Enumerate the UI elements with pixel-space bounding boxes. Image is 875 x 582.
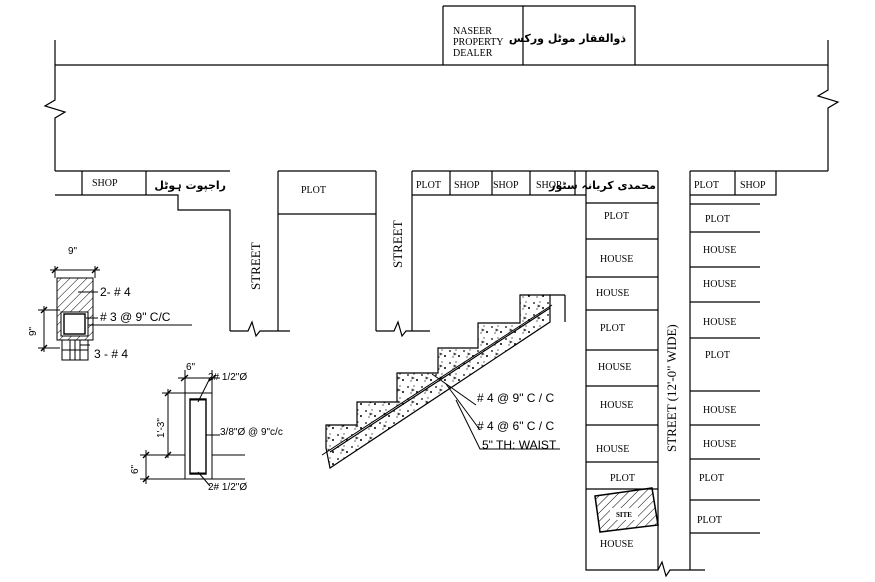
house-col-house-1: HOUSE [600, 254, 633, 265]
wall-height-dim: 1'-3" [156, 418, 167, 438]
stair-main-reinforcement: # 4 @ 9" C / C [477, 391, 554, 405]
house-col-house-5: HOUSE [596, 444, 629, 455]
break-line-left [43, 40, 67, 171]
street-break-1 [230, 320, 290, 338]
far-house-3: HOUSE [703, 317, 736, 328]
plot-row-1: PLOT [416, 180, 441, 191]
beam-section-detail [38, 266, 100, 361]
shop-row-3: SHOP [536, 180, 562, 191]
beam-width-dim: 9" [68, 246, 78, 257]
wall-ties: 3/8"Ø @ 9"c/c [220, 427, 283, 438]
wall-bottom-bars: 2# 1/2"Ø [208, 482, 247, 493]
naseer-line3: DEALER [453, 48, 493, 59]
far-plot-2: PLOT [705, 350, 730, 361]
stair-waist-thickness: 5" TH: WAIST [482, 438, 557, 452]
far-house-1: HOUSE [703, 245, 736, 256]
wall-width-dim: 6" [186, 362, 196, 373]
shop-left: SHOP [92, 178, 118, 189]
stair-distribution-reinforcement: # 4 @ 6" C / C [477, 419, 554, 433]
house-column-left [585, 171, 600, 571]
house-col-house-2: HOUSE [596, 288, 629, 299]
shop-row-1: SHOP [454, 180, 480, 191]
beam-top-bars: 2- # 4 [100, 285, 131, 299]
wall-section-detail [140, 370, 245, 487]
beam-bottom-bars: 3 - # 4 [94, 347, 128, 361]
house-dividers [586, 202, 658, 490]
house-col-house-4: HOUSE [600, 400, 633, 411]
far-shop-top: SHOP [740, 180, 766, 191]
naseer-line2: PROPERTY [453, 37, 504, 48]
house-col-plot-2: PLOT [600, 323, 625, 334]
street-label-1: STREET [248, 242, 263, 290]
urdu-top-label: ذوالفقار موٹل ورکس [509, 32, 626, 45]
shop-row-right [412, 171, 586, 196]
mid-plot [277, 171, 377, 331]
street-break-2 [376, 320, 430, 338]
stair-section-detail [321, 294, 566, 469]
beam-stirrups: # 3 @ 9" C/C [100, 310, 171, 324]
far-house-4: HOUSE [703, 405, 736, 416]
street-label-2: STREET [390, 220, 405, 268]
wall-base-dim: 6" [130, 464, 141, 474]
top-right-box [523, 5, 636, 65]
urdu-left-label: راجپوت ہوٹل [154, 179, 226, 192]
far-plot-4: PLOT [697, 515, 722, 526]
far-plot-3: PLOT [699, 473, 724, 484]
urdu-mid-label: محمدی کریانہ سٹور [548, 179, 656, 192]
beam-depth-dim: 9" [28, 326, 39, 336]
far-dividers [690, 203, 760, 534]
left-shop-strip [55, 171, 231, 331]
site-label: SITE [616, 511, 632, 519]
far-house-2: HOUSE [703, 279, 736, 290]
street-wide-label: STREET (12'-0" WIDE) [664, 324, 679, 452]
naseer-line1: NASEER [453, 26, 492, 37]
shop-row-2: SHOP [493, 180, 519, 191]
far-house-5: HOUSE [703, 439, 736, 450]
house-col-house-3: HOUSE [598, 362, 631, 373]
break-line-right [816, 40, 840, 171]
bottom-break [600, 560, 705, 578]
far-plot-top: PLOT [694, 180, 719, 191]
wall-top-bars: 2# 1/2"Ø [208, 372, 247, 383]
far-shop-row [690, 171, 777, 196]
house-col-plot-3: PLOT [610, 473, 635, 484]
house-col-plot-1: PLOT [604, 211, 629, 222]
far-plot-1: PLOT [705, 214, 730, 225]
house-col-house-6: HOUSE [600, 539, 633, 550]
plot-mid: PLOT [301, 185, 326, 196]
